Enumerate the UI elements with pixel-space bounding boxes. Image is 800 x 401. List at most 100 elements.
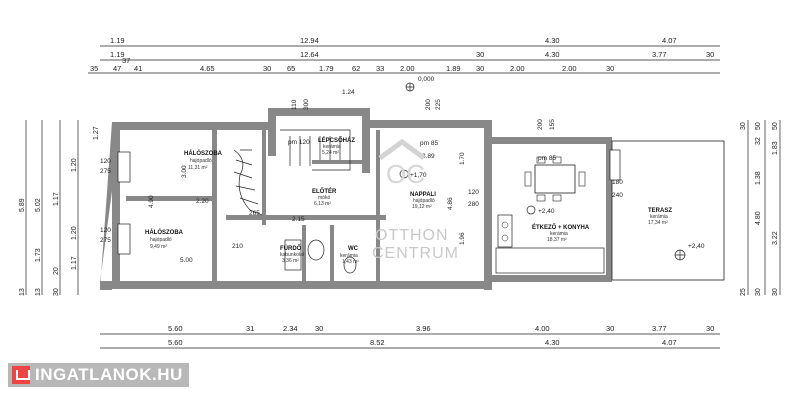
room-floor-bathroom: kabunkolat (280, 252, 305, 258)
note-11: 4.86 (447, 197, 454, 210)
room-area-stairwell: 5,24 m² (322, 150, 339, 156)
level-marker-entry: 0,000 (418, 76, 435, 83)
watermark-mark: OC (386, 159, 425, 189)
bottom-dim-10: 5.60 (168, 338, 183, 347)
ingatlanok-logo[interactable]: INGATLANOK.HU (8, 363, 189, 387)
bottom-dim-12: 4.30 (545, 338, 560, 347)
note-27: 2.15 (292, 216, 305, 223)
room-area-wc: 1,43 m² (342, 259, 359, 265)
top-dim-10: 3.77 (652, 50, 667, 59)
house-icon (12, 366, 30, 384)
note-21: 120 (100, 158, 111, 165)
stairs (233, 129, 351, 216)
top-dim-18: 1.79 (319, 64, 334, 73)
note-15: 180 (612, 179, 623, 186)
top-dim-9: 4.30 (545, 50, 560, 59)
top-dim-24: 2.00 (510, 64, 525, 73)
right-dim-8: 30 (755, 288, 762, 296)
interior-dimensions: 1.24 110 300 200 225 pm 85 pm 120 pm 85 … (100, 89, 623, 264)
note-9: 3.89 (422, 153, 435, 160)
room-area-living: 19,12 m² (412, 204, 432, 210)
windows (117, 149, 621, 255)
right-dim-10: 25 (740, 288, 747, 296)
note-19: 275 (100, 168, 111, 175)
top-dim-12: 35 (90, 64, 98, 73)
right-dim-6: 3.22 (772, 231, 779, 245)
room-name-wc: WC (348, 246, 359, 252)
top-dim-21: 2.00 (400, 64, 415, 73)
level-marker-terrace: +2,40 (688, 243, 705, 250)
top-dim-15: 4.65 (200, 64, 215, 73)
note-29: 210 (232, 243, 243, 250)
room-name-bathroom: FÜRDŐ (280, 245, 302, 252)
bottom-dimensions: 5.60 31 2.34 30 3.96 4.00 30 3.77 30 5.6… (100, 324, 720, 349)
top-dim-1: 1.19 (110, 36, 125, 45)
right-dim-11: 30 (740, 122, 747, 130)
walls (100, 108, 725, 290)
left-dim-12: 30 (53, 288, 60, 296)
top-dim-11: 30 (706, 50, 714, 59)
room-floor-bedroom-1: hajópadló (190, 158, 212, 164)
left-dimensions: 1.27 5.02 5.89 1.73 1.20 1.17 1.17 1.20 … (19, 120, 100, 296)
room-floor-terrace: kerámia (650, 214, 668, 220)
watermark: OC OTTHON CENTRUM (372, 138, 458, 262)
top-dimensions: 1.19 12.94 4.30 4.07 1.19 37 12.64 30 4.… (88, 36, 720, 74)
note-2: 110 (291, 99, 298, 110)
right-dimensions: 50 32 50 1.83 1.38 3.22 4.80 30 30 25 30 (740, 120, 781, 296)
note-5: 225 (435, 99, 442, 110)
note-7: pm 120 (288, 139, 310, 146)
room-area-kitchen: 18,37 m² (547, 237, 567, 243)
logo-text: INGATLANOK.HU (35, 365, 183, 384)
note-24: 2.20 (196, 198, 209, 205)
bottom-dim-13: 4.07 (662, 338, 677, 347)
room-name-living: NAPPALI (410, 192, 436, 198)
room-floor-kitchen: kerámia (550, 231, 568, 237)
bottom-dim-8: 3.77 (652, 324, 667, 333)
level-markers: 0,000 +1,70 +2,40 +2,40 (399, 76, 705, 261)
top-dim-3: 4.30 (545, 36, 560, 45)
bottom-dim-1: 5.60 (168, 324, 183, 333)
note-25: 4.90 (148, 195, 155, 208)
note-18: 155 (549, 119, 556, 130)
bottom-dim-11: 8.52 (370, 338, 385, 347)
left-dim-8: 1.20 (71, 226, 78, 240)
note-14: 280 (468, 201, 479, 208)
note-20: 275 (100, 237, 111, 244)
left-dim-1: 1.27 (93, 126, 100, 140)
top-dim-26: 30 (606, 64, 614, 73)
top-dim-20: 33 (376, 64, 384, 73)
top-dim-19: 62 (352, 64, 360, 73)
top-dim-5: 1.19 (110, 50, 125, 59)
note-4: 200 (425, 99, 432, 110)
left-dim-10: 13 (19, 288, 26, 296)
left-dim-6: 1.17 (53, 192, 60, 206)
right-dim-7: 4.80 (755, 211, 762, 225)
bottom-dim-4: 30 (315, 324, 323, 333)
bottom-dim-7: 30 (606, 324, 614, 333)
note-17: 200 (537, 119, 544, 130)
bottom-dim-6: 4.00 (535, 324, 550, 333)
bottom-dim-3: 2.34 (283, 324, 298, 333)
left-dim-7: 1.17 (71, 256, 78, 270)
room-name-terrace: TERASZ (648, 208, 672, 214)
kitchen-counter (495, 214, 605, 274)
note-28: 265 (249, 210, 260, 217)
room-area-bathroom: 3,36 m² (282, 258, 299, 264)
top-dim-23: 30 (476, 64, 484, 73)
room-floor-living: hajópadló (413, 198, 435, 204)
note-12: 1.96 (459, 232, 466, 245)
room-labels: HÁLÓSZOBA hajópadló 11,31 m² HÁLÓSZOBA h… (145, 136, 672, 265)
note-16: 240 (612, 192, 623, 199)
top-dim-8: 30 (476, 50, 484, 59)
left-dim-2: 5.02 (35, 198, 42, 212)
room-floor-hallway: mókó (318, 195, 330, 201)
top-dim-2: 12.94 (300, 36, 319, 45)
room-name-kitchen: ÉTKEZŐ + KONYHA (532, 223, 590, 231)
note-22: 120 (100, 227, 111, 234)
note-1: 1.24 (342, 89, 355, 96)
room-area-hallway: 6,13 m² (314, 201, 331, 207)
right-dim-9: 30 (772, 288, 779, 296)
note-13: 120 (468, 189, 479, 196)
right-dim-4: 1.83 (772, 141, 779, 155)
